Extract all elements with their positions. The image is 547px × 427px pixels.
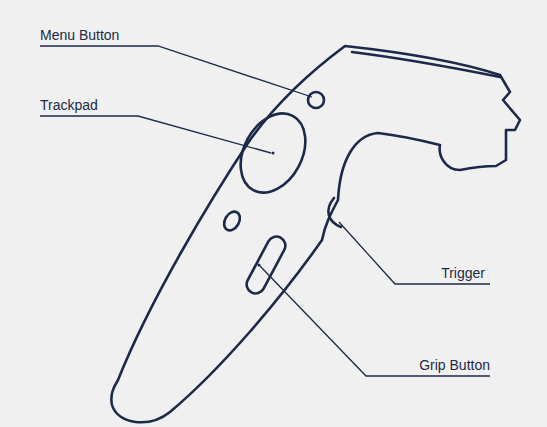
leader-dot (272, 152, 275, 155)
part-label: Trackpad (40, 96, 98, 114)
system-button-shape (221, 209, 243, 233)
ring-edge (352, 52, 500, 77)
leader-line (339, 222, 490, 284)
part-label: Trigger (441, 264, 485, 282)
leader-line (40, 46, 312, 97)
trackpad-shape (228, 102, 319, 203)
controller-outline (111, 46, 520, 422)
part-label: Grip Button (419, 356, 490, 374)
grip-button-shape (243, 233, 288, 296)
leader-dot (258, 264, 261, 267)
part-label: Menu Button (40, 26, 119, 44)
leader-line (40, 116, 271, 153)
menu-button-shape (308, 92, 324, 108)
leader-line (260, 266, 490, 376)
